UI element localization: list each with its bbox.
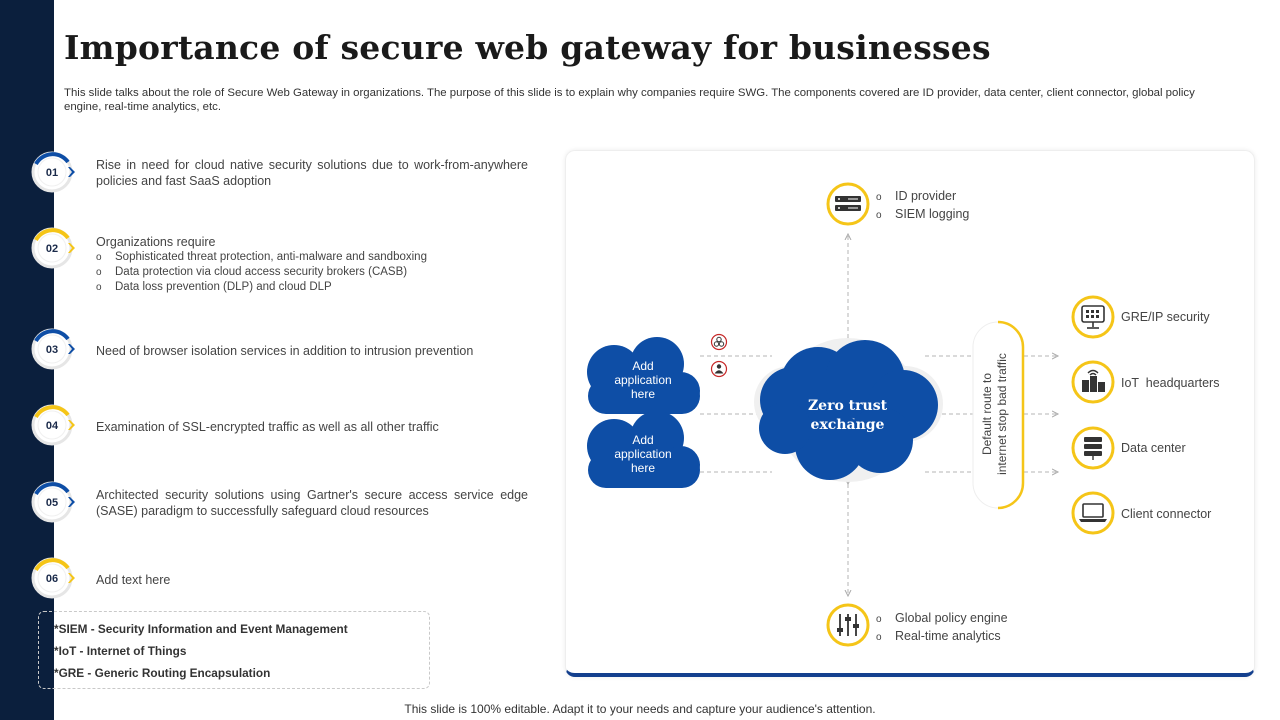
zero-trust-label: Zero trust exchange: [807, 398, 888, 433]
point-number-badge: 06: [31, 557, 75, 599]
route-label-line1: Default route to: [980, 372, 994, 456]
point-main-text: Need of browser isolation services in ad…: [96, 344, 474, 358]
biohazard-icon: [710, 333, 728, 351]
point-number-badge: 02: [31, 227, 75, 269]
app-cloud-1: [587, 337, 700, 414]
point-number: 02: [46, 243, 58, 255]
point-main-text: Rise in need for cloud native security s…: [96, 158, 528, 188]
point-number-badge: 03: [31, 328, 75, 370]
right-node-label-iot: IoT headquarters: [1121, 376, 1220, 390]
point-text: Examination of SSL-encrypted traffic as …: [96, 419, 528, 435]
point-text: Add text here: [96, 572, 528, 588]
point-sub-item: Data protection via cloud access securit…: [96, 265, 528, 280]
bottom-node-item: Real-time analytics: [876, 628, 1008, 646]
point-text: Organizations requireSophisticated threa…: [96, 234, 528, 295]
database-stack-icon: [1071, 426, 1115, 470]
abbreviations-box: *SIEM - Security Information and Event M…: [38, 611, 430, 689]
monitor-security-icon: [1071, 295, 1115, 339]
route-label-line2: internet stop bad traffic: [995, 353, 1009, 475]
point-text: Rise in need for cloud native security s…: [96, 157, 528, 189]
point-main-text: Architected security solutions using Gar…: [96, 488, 528, 518]
abbreviation-iot: *IoT - Internet of Things: [54, 644, 187, 658]
top-node-item: SIEM logging: [876, 206, 969, 224]
top-node-labels: ID provider SIEM logging: [876, 188, 969, 224]
point-number: 06: [46, 573, 58, 585]
sliders-icon: [826, 603, 870, 647]
point-number-badge: 04: [31, 404, 75, 446]
laptop-icon: [1071, 491, 1115, 535]
app-cloud-2: [587, 411, 700, 488]
hacker-icon: [710, 360, 728, 378]
server-rack-icon: [826, 182, 870, 226]
abbreviation-siem: *SIEM - Security Information and Event M…: [54, 622, 348, 636]
abbreviation-gre: *GRE - Generic Routing Encapsulation: [54, 666, 271, 680]
point-text: Architected security solutions using Gar…: [96, 487, 528, 519]
point-number: 04: [46, 420, 59, 432]
app-cloud-2-label: Add application here: [614, 433, 672, 475]
point-number: 05: [46, 497, 58, 509]
page-subtitle: This slide talks about the role of Secur…: [64, 87, 1195, 113]
page-title: Importance of secure web gateway for bus…: [64, 28, 991, 67]
point-main-text: Organizations require: [96, 235, 216, 249]
bottom-node-labels: Global policy engine Real-time analytics: [876, 610, 1008, 646]
point-main-text: Examination of SSL-encrypted traffic as …: [96, 420, 439, 434]
right-node-label-client: Client connector: [1121, 507, 1212, 521]
point-number-badge: 01: [31, 151, 75, 193]
point-number: 01: [46, 167, 58, 179]
point-number: 03: [46, 344, 58, 356]
point-sub-item: Data loss prevention (DLP) and cloud DLP: [96, 280, 528, 295]
zero-trust-cloud: [754, 338, 943, 482]
bottom-node-item: Global policy engine: [876, 610, 1008, 628]
iot-buildings-icon: [1071, 360, 1115, 404]
point-text: Need of browser isolation services in ad…: [96, 343, 528, 359]
route-pill: [972, 320, 1025, 510]
right-node-label-datacenter: Data center: [1121, 441, 1186, 455]
point-sub-item: Sophisticated threat protection, anti-ma…: [96, 250, 528, 265]
top-node-item: ID provider: [876, 188, 969, 206]
right-node-label-gre: GRE/IP security: [1121, 310, 1210, 324]
app-cloud-1-label: Add application here: [614, 359, 672, 401]
footer-note: This slide is 100% editable. Adapt it to…: [404, 702, 876, 716]
point-main-text: Add text here: [96, 573, 171, 587]
diagram-panel: [565, 150, 1255, 677]
point-number-badge: 05: [31, 481, 75, 523]
